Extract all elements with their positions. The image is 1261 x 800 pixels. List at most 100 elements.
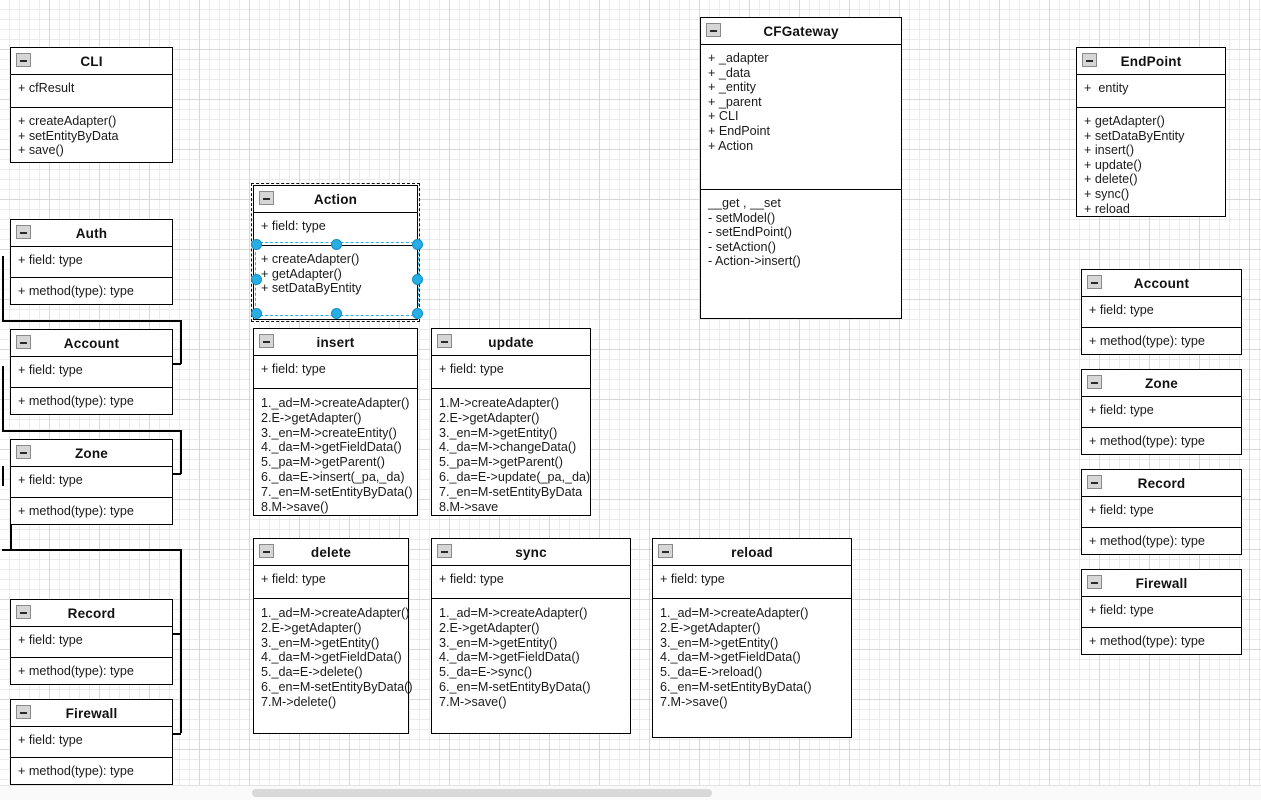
resize-handle-4[interactable] — [412, 274, 423, 285]
method-compartment-reload[interactable]: 1._ad=M->createAdapter()2.E->getAdapter(… — [653, 598, 851, 717]
resize-handle-2[interactable] — [412, 239, 423, 250]
class-header-delete[interactable]: delete — [254, 539, 408, 566]
method-compartment-account-right[interactable]: + method(type): type — [1082, 327, 1241, 356]
association-line[interactable] — [180, 549, 182, 634]
method-compartment-insert[interactable]: 1._ad=M->createAdapter()2.E->getAdapter(… — [254, 388, 417, 521]
class-box-endpoint[interactable]: EndPoint+ entity+ getAdapter()+ setDataB… — [1076, 47, 1226, 217]
attribute-compartment-zone-left[interactable]: + field: type — [11, 467, 172, 497]
class-box-zone-left[interactable]: Zone+ field: type+ method(type): type — [10, 439, 173, 525]
class-box-firewall-left[interactable]: Firewall+ field: type+ method(type): typ… — [10, 699, 173, 785]
association-line[interactable] — [180, 320, 182, 364]
collapse-icon[interactable] — [259, 544, 274, 558]
collapse-icon[interactable] — [1082, 53, 1097, 67]
class-header-record-right[interactable]: Record — [1082, 470, 1241, 497]
method-compartment-account-left[interactable]: + method(type): type — [11, 387, 172, 416]
association-line[interactable] — [2, 549, 180, 551]
method-compartment-record-right[interactable]: + method(type): type — [1082, 527, 1241, 556]
attribute-compartment-cfgateway[interactable]: + _adapter+ _data+ _entity+ _parent+ CLI… — [701, 45, 901, 189]
collapse-icon[interactable] — [259, 191, 274, 205]
class-header-sync[interactable]: sync — [432, 539, 630, 566]
class-header-account-left[interactable]: Account — [11, 330, 172, 357]
attribute-compartment-zone-right[interactable]: + field: type — [1082, 397, 1241, 427]
method-compartment-firewall-left[interactable]: + method(type): type — [11, 757, 172, 786]
resize-handle-6[interactable] — [331, 308, 342, 319]
collapse-icon[interactable] — [16, 335, 31, 349]
association-line[interactable] — [180, 430, 182, 474]
attribute-compartment-account-right[interactable]: + field: type — [1082, 297, 1241, 327]
association-line[interactable] — [2, 320, 180, 322]
resize-handle-3[interactable] — [251, 274, 262, 285]
class-header-zone-right[interactable]: Zone — [1082, 370, 1241, 397]
attribute-compartment-action[interactable]: + field: type — [254, 213, 417, 245]
association-line[interactable] — [2, 366, 4, 431]
method-compartment-sync[interactable]: 1._ad=M->createAdapter()2.E->getAdapter(… — [432, 598, 630, 717]
horizontal-scrollbar[interactable] — [0, 785, 1261, 800]
class-box-record-right[interactable]: Record+ field: type+ method(type): type — [1081, 469, 1242, 555]
collapse-icon[interactable] — [16, 225, 31, 239]
collapse-icon[interactable] — [1087, 375, 1102, 389]
class-box-firewall-right[interactable]: Firewall+ field: type+ method(type): typ… — [1081, 569, 1242, 655]
attribute-compartment-record-right[interactable]: + field: type — [1082, 497, 1241, 527]
attribute-compartment-account-left[interactable]: + field: type — [11, 357, 172, 387]
attribute-compartment-endpoint[interactable]: + entity — [1077, 75, 1225, 107]
class-box-cli[interactable]: CLI+ cfResult+ createAdapter()+ setEntit… — [10, 47, 173, 163]
attribute-compartment-sync[interactable]: + field: type — [432, 566, 630, 598]
attribute-compartment-reload[interactable]: + field: type — [653, 566, 851, 598]
class-header-firewall-left[interactable]: Firewall — [11, 700, 172, 727]
class-header-record-left[interactable]: Record — [11, 600, 172, 627]
method-compartment-record-left[interactable]: + method(type): type — [11, 657, 172, 686]
method-compartment-auth[interactable]: + method(type): type — [11, 277, 172, 306]
collapse-icon[interactable] — [658, 544, 673, 558]
attribute-compartment-insert[interactable]: + field: type — [254, 356, 417, 388]
class-box-account-right[interactable]: Account+ field: type+ method(type): type — [1081, 269, 1242, 355]
class-box-record-left[interactable]: Record+ field: type+ method(type): type — [10, 599, 173, 685]
attribute-compartment-delete[interactable]: + field: type — [254, 566, 408, 598]
class-box-auth[interactable]: Auth+ field: type+ method(type): type — [10, 219, 173, 305]
method-compartment-cfgateway[interactable]: __get , __set- setModel()- setEndPoint()… — [701, 189, 901, 276]
horizontal-scrollbar-thumb[interactable] — [252, 789, 712, 797]
class-header-zone-left[interactable]: Zone — [11, 440, 172, 467]
class-header-update[interactable]: update — [432, 329, 590, 356]
class-header-insert[interactable]: insert — [254, 329, 417, 356]
association-line[interactable] — [2, 256, 4, 321]
collapse-icon[interactable] — [16, 53, 31, 67]
class-header-reload[interactable]: reload — [653, 539, 851, 566]
association-line[interactable] — [2, 466, 4, 486]
method-compartment-endpoint[interactable]: + getAdapter()+ setDataByEntity+ insert(… — [1077, 107, 1225, 223]
class-header-cli[interactable]: CLI — [11, 48, 172, 75]
collapse-icon[interactable] — [1087, 575, 1102, 589]
method-compartment-zone-left[interactable]: + method(type): type — [11, 497, 172, 526]
attribute-compartment-update[interactable]: + field: type — [432, 356, 590, 388]
class-header-action[interactable]: Action — [254, 186, 417, 213]
collapse-icon[interactable] — [437, 544, 452, 558]
class-box-account-left[interactable]: Account+ field: type+ method(type): type — [10, 329, 173, 415]
class-box-action[interactable]: Action+ field: type+ createAdapter()+ ge… — [253, 185, 418, 320]
class-header-cfgateway[interactable]: CFGateway — [701, 18, 901, 45]
attribute-compartment-record-left[interactable]: + field: type — [11, 627, 172, 657]
resize-handle-7[interactable] — [412, 308, 423, 319]
method-compartment-firewall-right[interactable]: + method(type): type — [1082, 627, 1241, 656]
collapse-icon[interactable] — [16, 605, 31, 619]
attribute-compartment-auth[interactable]: + field: type — [11, 247, 172, 277]
resize-handle-5[interactable] — [251, 308, 262, 319]
collapse-icon[interactable] — [1087, 275, 1102, 289]
association-line[interactable] — [180, 633, 182, 733]
method-compartment-update[interactable]: 1.M->createAdapter()2.E->getAdapter()3._… — [432, 388, 590, 521]
class-header-account-right[interactable]: Account — [1082, 270, 1241, 297]
attribute-compartment-cli[interactable]: + cfResult — [11, 75, 172, 107]
class-header-firewall-right[interactable]: Firewall — [1082, 570, 1241, 597]
collapse-icon[interactable] — [706, 23, 721, 37]
class-header-auth[interactable]: Auth — [11, 220, 172, 247]
resize-handle-1[interactable] — [331, 239, 342, 250]
method-compartment-action[interactable]: + createAdapter()+ getAdapter()+ setData… — [254, 245, 417, 303]
method-compartment-delete[interactable]: 1._ad=M->createAdapter()2.E->getAdapter(… — [254, 598, 413, 717]
attribute-compartment-firewall-left[interactable]: + field: type — [11, 727, 172, 757]
resize-handle-0[interactable] — [251, 239, 262, 250]
class-box-zone-right[interactable]: Zone+ field: type+ method(type): type — [1081, 369, 1242, 455]
